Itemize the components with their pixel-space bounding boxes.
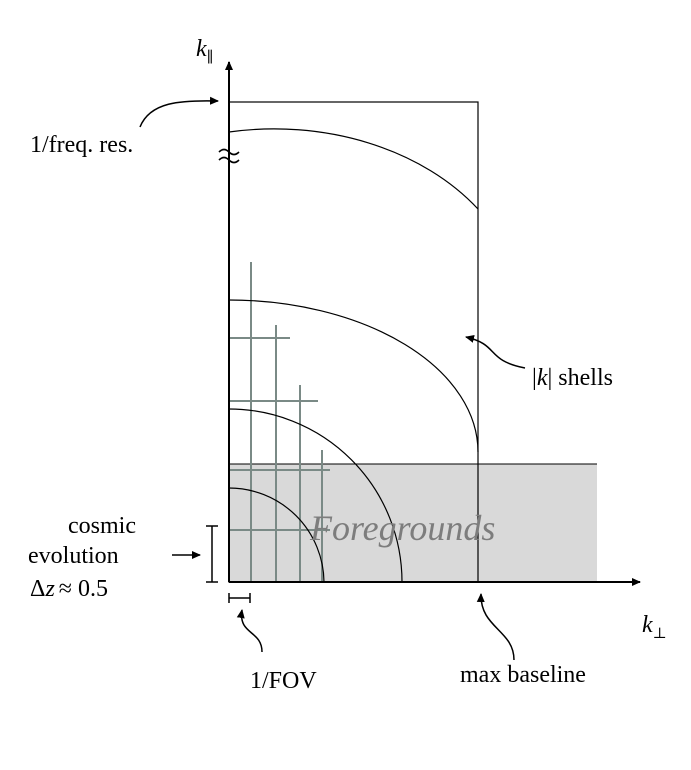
cosmic-evolution-line1: cosmic — [68, 513, 136, 539]
k-shells — [228, 128, 479, 583]
k-shells-bar-open: | — [532, 365, 537, 391]
fov-arrow — [236, 609, 263, 653]
y-axis-label-main: k — [196, 36, 207, 62]
freq-res-arrow — [139, 96, 219, 128]
cosmic-evolution-bracket — [206, 525, 218, 583]
cosmic-evolution-line2: evolution — [28, 543, 119, 569]
max-baseline-arrow — [476, 593, 515, 661]
max-baseline-label: max baseline — [460, 662, 586, 688]
x-axis-label-main: k — [642, 612, 653, 638]
y-axis-label: k∥ — [196, 36, 214, 66]
foreground-region — [229, 464, 597, 582]
k-shells-k: k — [537, 365, 548, 391]
x-axis-label: k⊥ — [642, 612, 667, 642]
k-shells-bar-close: | — [547, 365, 552, 391]
cosmic-approx: ≈ 0.5 — [59, 576, 108, 602]
freq-res-label: 1/freq. res. — [30, 132, 133, 158]
k-shell-1 — [228, 487, 325, 583]
k-shells-arrow — [465, 334, 526, 369]
fov-label: 1/FOV — [250, 668, 317, 694]
k-shell-3 — [228, 299, 479, 453]
cosmic-evolution-line3: Δz≈ 0.5 — [30, 576, 108, 602]
fov-bracket — [228, 593, 251, 603]
k-shells-text: shells — [558, 365, 613, 391]
k-shell-4 — [228, 128, 479, 210]
axis-break-icon — [218, 148, 240, 164]
cosmic-delta: Δ — [30, 576, 45, 602]
k-shells-label: |k|shells — [532, 365, 613, 391]
foregrounds-label: Foregrounds — [309, 508, 495, 548]
k-shell-2 — [228, 408, 403, 583]
cosmic-z: z — [44, 576, 55, 602]
grid-lines — [229, 262, 330, 582]
x-axis-label-subscript: ⊥ — [653, 626, 667, 642]
y-axis-label-subscript: ∥ — [207, 49, 214, 66]
